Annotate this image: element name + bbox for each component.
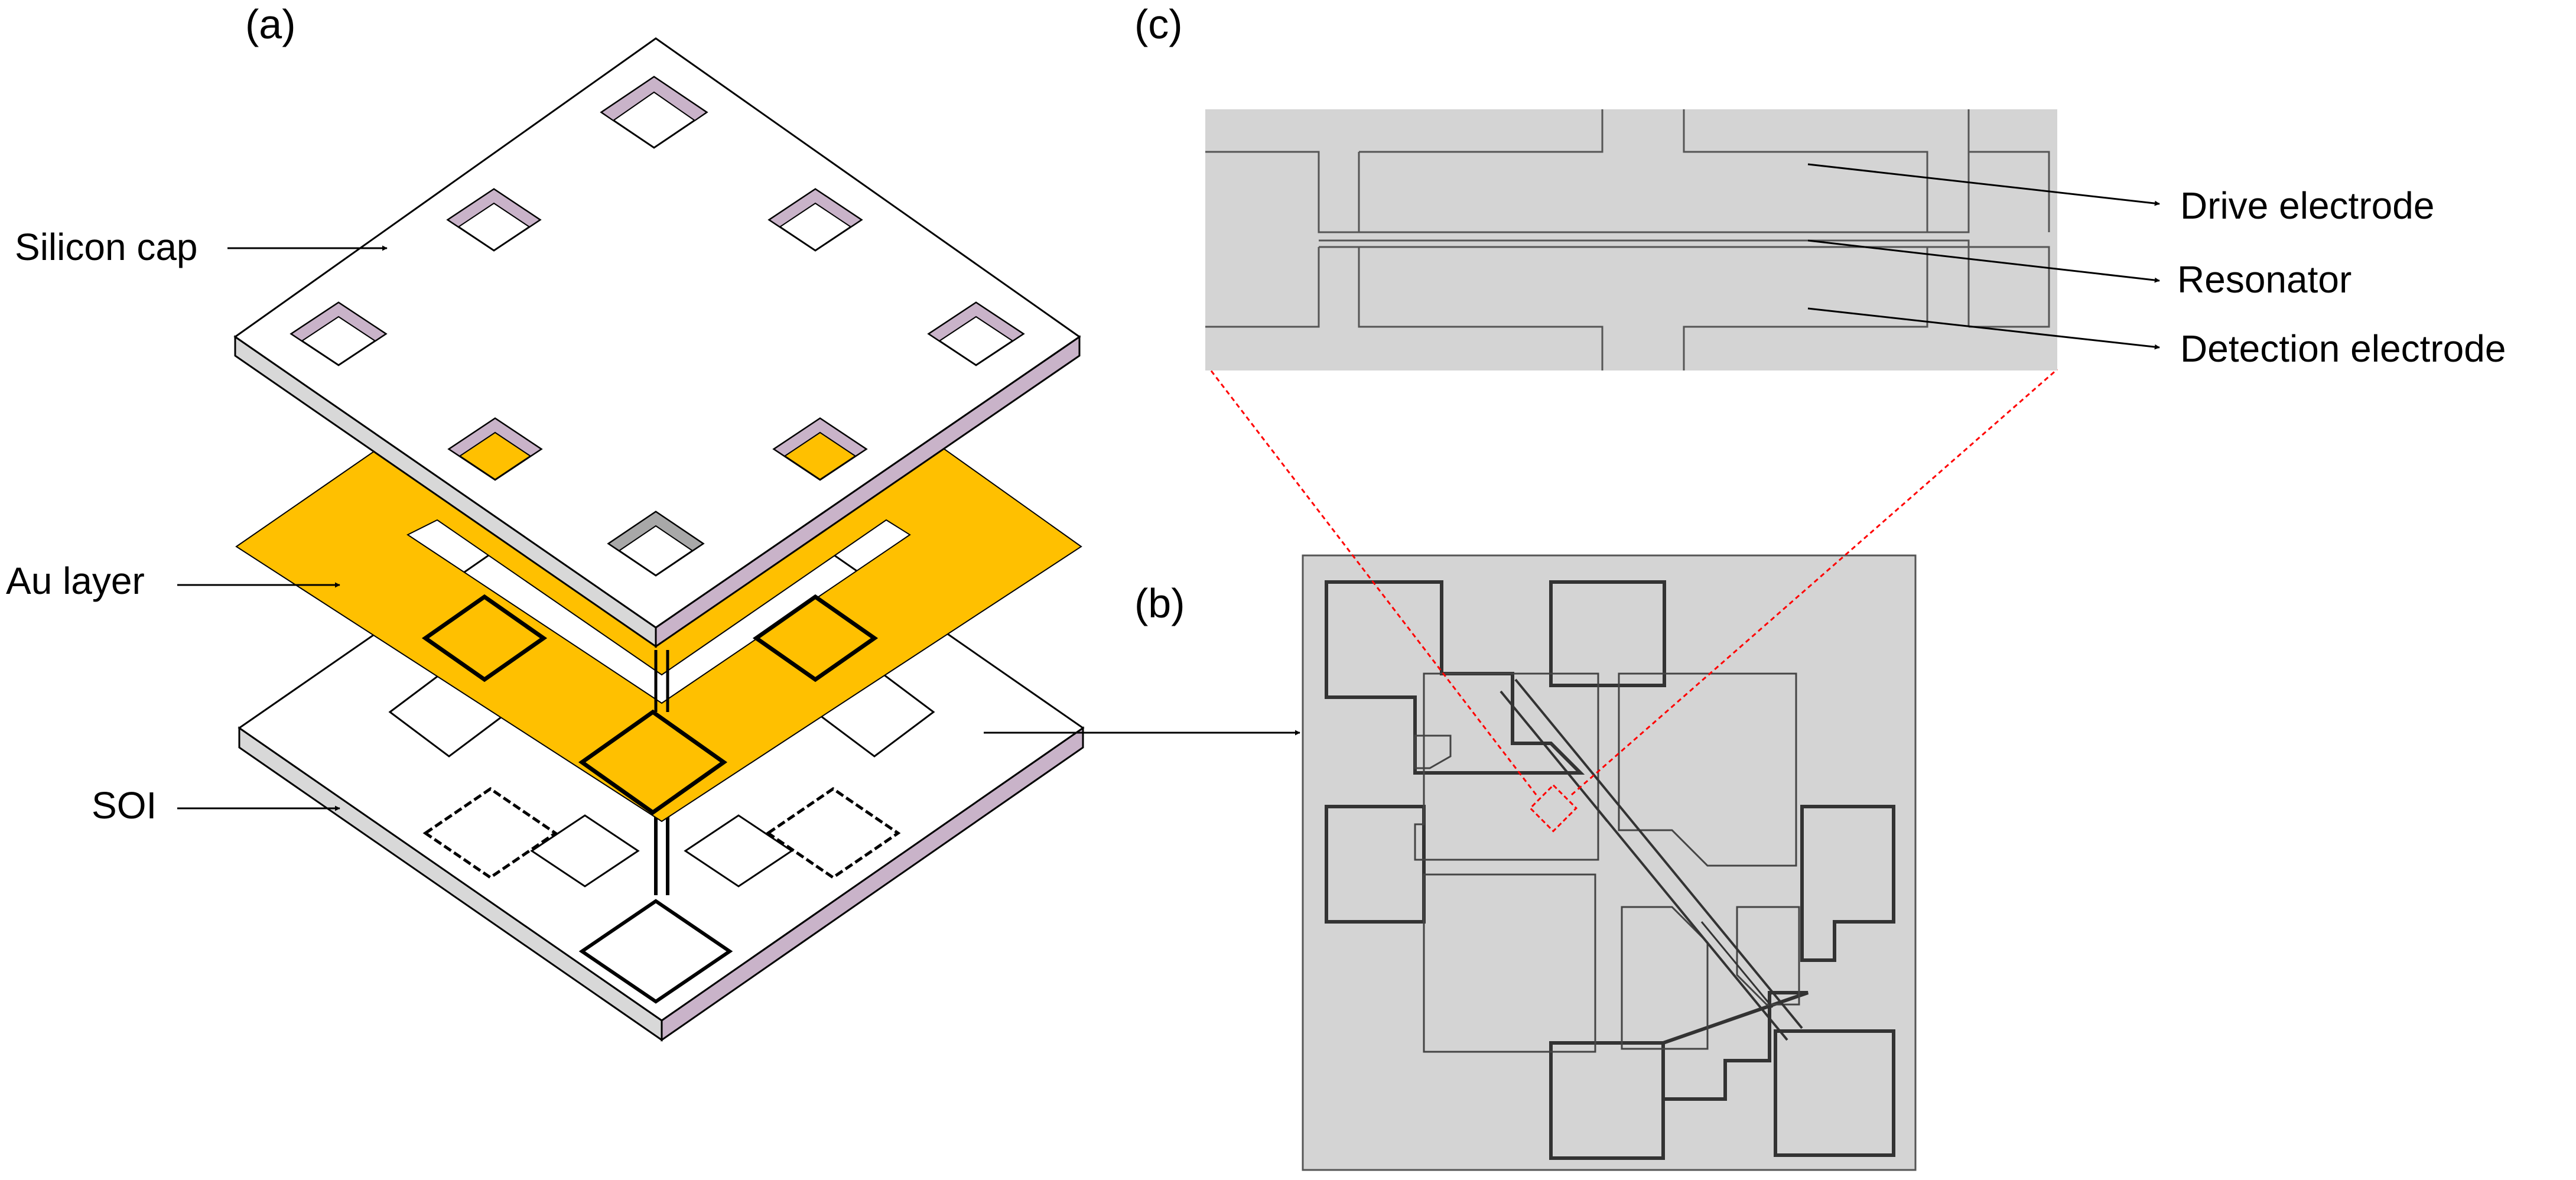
cap-hole bbox=[290, 301, 388, 366]
detection-electrode-label: Detection electrode bbox=[2180, 327, 2506, 370]
resonator-arrow bbox=[1807, 239, 2160, 283]
chip-outline bbox=[1302, 554, 1917, 1171]
zoom-line-right bbox=[1571, 368, 2058, 796]
drive-electrode-label: Drive electrode bbox=[2180, 184, 2434, 227]
resonator-label: Resonator bbox=[2177, 258, 2351, 301]
silicon-cap bbox=[233, 37, 1081, 648]
cap-hole bbox=[600, 76, 708, 149]
cap-hole bbox=[767, 188, 863, 252]
resonator-beam bbox=[1500, 678, 1803, 1041]
panel-c-magnified-view: (c) Drive electrode Resonator Detection … bbox=[1134, 1, 2506, 370]
silicon-cap-label: Silicon cap bbox=[15, 226, 198, 268]
au-layer-label: Au layer bbox=[6, 560, 145, 602]
panel-a-exploded-view: Silicon cap Au layer SOI (a) bbox=[6, 1, 1085, 1042]
cap-hole bbox=[927, 301, 1025, 366]
bond-pads bbox=[1325, 580, 1895, 1160]
cap-hole-au-visible bbox=[447, 417, 543, 481]
drive-electrode-arrow bbox=[1807, 163, 2160, 206]
soi-label: SOI bbox=[92, 784, 157, 827]
panel-b-chip-layout: (b) bbox=[1134, 554, 1917, 1171]
panel-label-b: (b) bbox=[1134, 580, 1185, 626]
zoom-line-left bbox=[1209, 369, 1537, 795]
cap-hole-au-visible bbox=[772, 417, 868, 481]
cap-hole bbox=[607, 511, 705, 577]
zoom-region-box bbox=[1528, 784, 1578, 833]
cap-hole bbox=[446, 188, 542, 252]
panel-label-c: (c) bbox=[1134, 1, 1183, 47]
detection-electrode-arrow bbox=[1807, 307, 2160, 350]
panel-label-a: (a) bbox=[245, 1, 296, 47]
